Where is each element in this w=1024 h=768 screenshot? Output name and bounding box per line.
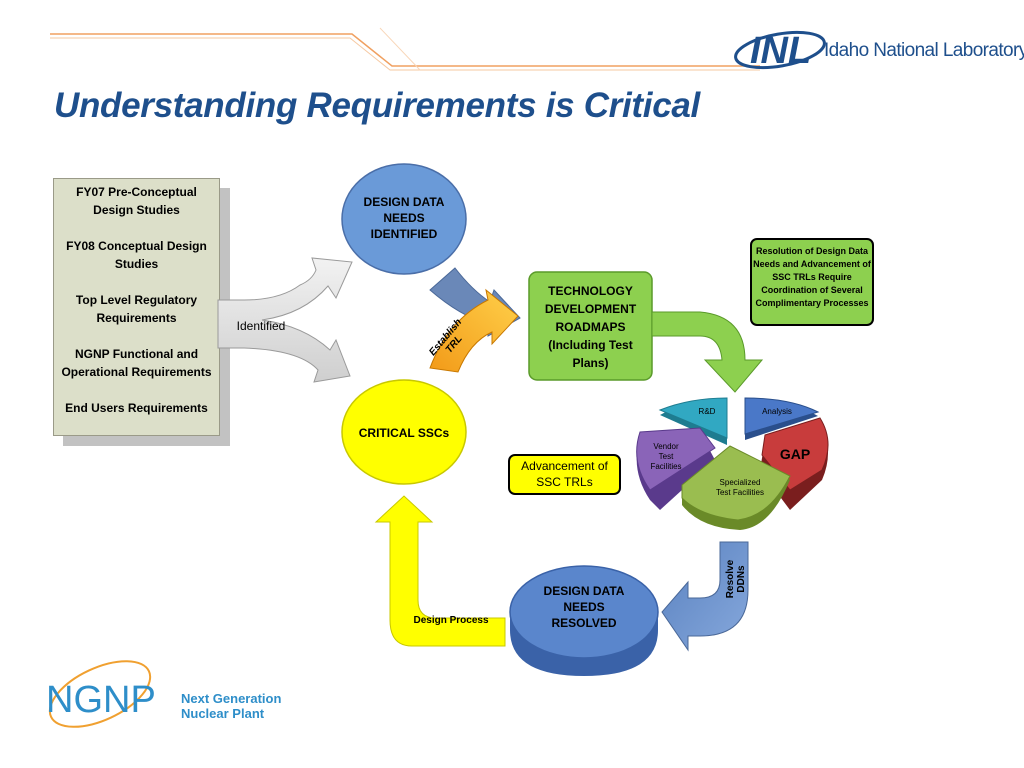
design-process-arrow <box>374 495 506 647</box>
pie-label-vendor: Vendor Test Facilities <box>650 442 682 471</box>
requirements-box: FY07 Pre-Conceptual Design Studies FY08 … <box>53 178 220 436</box>
design-data-resolved-cylinder <box>509 565 659 676</box>
technology-roadmaps-label: TECHNOLOGY DEVELOPMENT ROADMAPS (Includi… <box>544 284 637 370</box>
page-title: Understanding Requirements is Critical <box>54 86 700 125</box>
ngnp-logo-text: NGNP <box>46 679 156 721</box>
inl-logo: INL <box>730 18 830 74</box>
pie-label-specialized: Specialized Test Facilities <box>715 478 764 497</box>
critical-sscs-label: CRITICAL SSCs <box>358 426 450 440</box>
requirement-item: FY08 Conceptual Design Studies <box>66 239 207 271</box>
design-data-resolved-label: DESIGN DATA NEEDS RESOLVED <box>543 584 625 630</box>
ngnp-logo-icon: NGNP <box>46 660 156 728</box>
inl-logo-text: INL <box>750 30 811 72</box>
requirement-item: Top Level Regulatory Requirements <box>75 293 198 325</box>
design-process-label: Design Process <box>413 615 489 626</box>
roadmap-to-pie-arrow <box>651 311 764 393</box>
ngnp-logo: NGNP <box>36 650 176 730</box>
critical-sscs-circle <box>341 379 467 485</box>
design-data-identified-label: DESIGN DATA NEEDS IDENTIFIED <box>363 195 445 241</box>
pie-chart <box>636 397 829 530</box>
pie-label-analysis: Analysis <box>762 407 792 416</box>
header-decoration <box>50 27 760 71</box>
identified-label: Identified <box>236 319 286 333</box>
resolve-ddns-arrow <box>661 541 749 652</box>
requirement-item: FY07 Pre-Conceptual Design Studies <box>76 185 197 217</box>
requirement-item: End Users Requirements <box>65 401 208 415</box>
requirement-item: NGNP Functional and Operational Requirem… <box>61 347 212 379</box>
inl-logo-subtitle: Idaho National Laboratory <box>824 40 1024 61</box>
identified-arrow <box>217 257 353 383</box>
resolve-ddns-label: Resolve DDNs <box>725 559 747 599</box>
advancement-box <box>508 454 621 495</box>
ngnp-tagline-1: Next Generation <box>181 691 282 706</box>
establish-trl-arrow <box>429 288 519 373</box>
pie-label-gap: GAP <box>779 446 811 462</box>
resolution-note-label: Resolution of Design Data Needs and Adva… <box>753 246 871 308</box>
resolution-note-box <box>750 238 874 326</box>
pie-label-rd: R&D <box>698 407 716 416</box>
ngnp-tagline-2: Nuclear Plant <box>181 706 265 721</box>
advancement-label: Advancement of SSC TRLs <box>521 459 608 489</box>
design-data-identified-oval <box>341 163 467 275</box>
inl-logo-icon: INL <box>734 30 826 72</box>
